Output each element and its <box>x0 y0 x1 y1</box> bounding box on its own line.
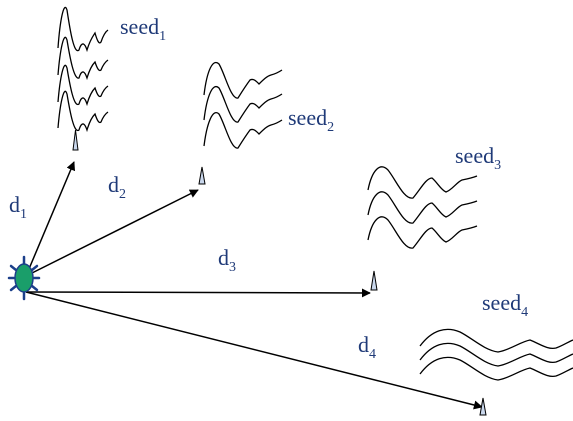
arrow-d1 <box>25 161 76 277</box>
arrow-d3 <box>25 288 371 298</box>
seed4-waveforms <box>419 328 573 381</box>
receiver-triangle-icon <box>370 270 378 291</box>
label-seed4: seed4 <box>482 290 528 320</box>
label-seed1: seed1 <box>120 14 166 44</box>
arrow-d2 <box>25 189 199 277</box>
receiver-triangle-icon <box>72 129 79 151</box>
seed1-waveforms <box>57 6 109 133</box>
label-d1: d1 <box>9 192 27 222</box>
label-d3: d3 <box>218 245 236 275</box>
seed2-waveforms <box>203 61 283 149</box>
arrow-d4 <box>25 291 483 410</box>
label-d4: d4 <box>358 332 376 362</box>
seed3-waveforms <box>367 166 478 249</box>
label-seed2: seed2 <box>288 105 334 135</box>
label-d2: d2 <box>108 172 126 202</box>
receiver-triangle-icon <box>198 166 206 185</box>
label-seed3: seed3 <box>455 143 501 173</box>
receiver-triangle-icon <box>479 397 487 416</box>
source-star-icon <box>7 255 41 301</box>
